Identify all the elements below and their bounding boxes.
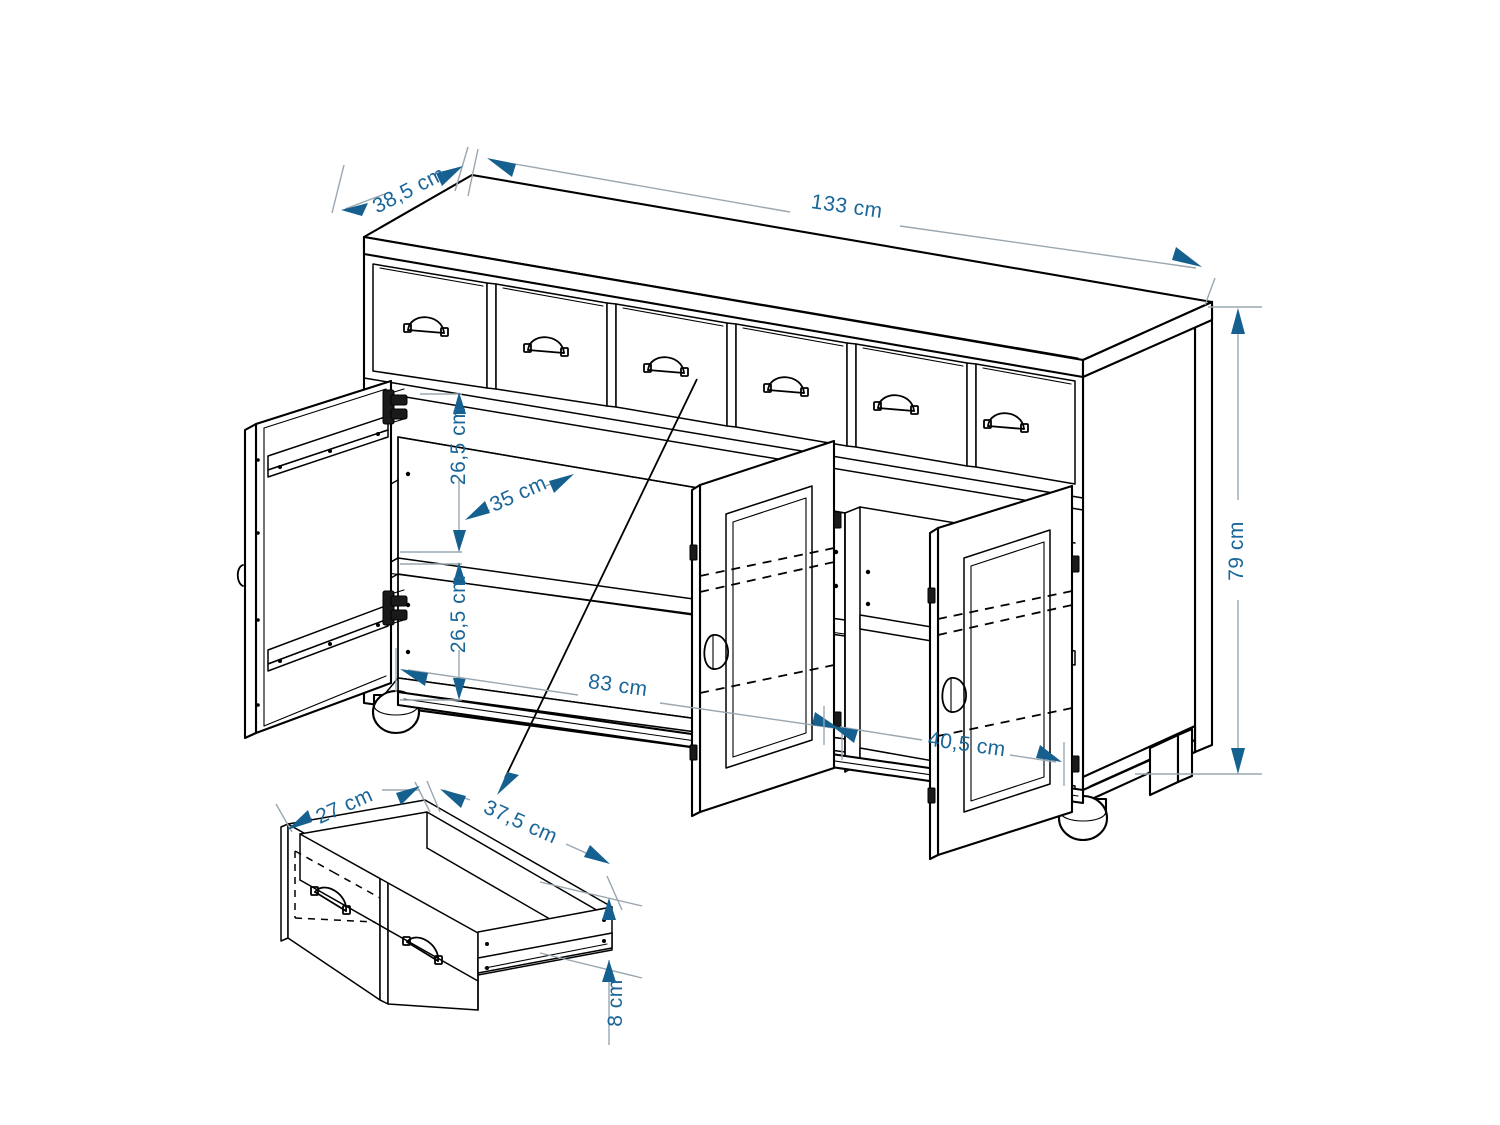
door-batten-top (267, 415, 389, 478)
door-knob-middle[interactable] (703, 634, 729, 670)
drawer-divider-4 (846, 342, 857, 448)
drawer-side-left-edge (280, 823, 289, 942)
cup-pull-icon-1[interactable] (403, 316, 449, 337)
cabinet-assembly (236, 173, 1214, 861)
shelf-pin-hole (865, 569, 871, 575)
dimension-annotations (275, 146, 1262, 1045)
shelf-pin-hole (865, 601, 871, 607)
dimension-shelf-depth (465, 474, 574, 520)
drawer-hidden-line (332, 871, 381, 899)
hinge-plate (833, 511, 842, 529)
door-middle-open[interactable] (689, 439, 842, 818)
cup-pull-icon-4[interactable] (763, 376, 809, 397)
door-left-open[interactable] (236, 379, 408, 740)
cup-pull-icon-3[interactable] (643, 356, 689, 377)
label-height: 79 cm (1225, 521, 1248, 581)
dimension-height (1135, 306, 1262, 775)
cup-pull-icon-5[interactable] (873, 394, 919, 415)
hinge-plate (689, 544, 698, 561)
drawer-front-6[interactable] (975, 363, 1076, 485)
hinge-plate (689, 744, 698, 761)
dimension-left-width (395, 648, 843, 760)
drawer-rail-lower (363, 389, 1084, 511)
hinge-bottom-left-door (382, 589, 408, 626)
leader-arrow-drawer-detail (497, 378, 698, 795)
hidden-shelf-line (699, 547, 835, 577)
hidden-shelf-line (937, 707, 1073, 737)
drawer-divider-5 (966, 362, 977, 468)
dimension-drawer-width (275, 781, 431, 833)
dimension-depth (331, 146, 469, 216)
cup-pull-icon-2[interactable] (523, 336, 569, 357)
label-lower-height: 26,5 cm (447, 575, 470, 653)
drawer-divider-2 (606, 302, 617, 408)
drawer-front-2[interactable] (495, 283, 608, 407)
drawer-front-3[interactable] (615, 303, 728, 427)
top-panel (362, 173, 1214, 379)
label-upper-height: 26,5 cm (447, 407, 470, 485)
drawer-front-divider (379, 875, 389, 1005)
drawer-hidden-line (294, 917, 376, 923)
dimension-width (467, 148, 1216, 306)
drawer-front-1[interactable] (372, 263, 488, 389)
dimension-upper-height (400, 392, 466, 553)
door-knob-left[interactable] (236, 564, 244, 587)
right-side-panel (1081, 300, 1214, 802)
dimension-right-width (823, 706, 1065, 786)
shelf-pin-hole (405, 649, 411, 655)
drawer-divider-1 (486, 282, 497, 390)
hinge-plate (927, 787, 936, 804)
dimension-drawer-depth (426, 780, 623, 911)
cup-pull-icon-6[interactable] (983, 412, 1029, 433)
dimension-lower-height (400, 562, 466, 701)
drawer-row (363, 263, 1084, 511)
drawer-detail-view (280, 799, 613, 1011)
hinge-plate (927, 587, 936, 604)
hinge-plate (1071, 755, 1080, 773)
door-right-open[interactable] (927, 484, 1080, 861)
shelf-pin-hole (405, 471, 411, 477)
hinge-plate (833, 711, 842, 729)
drawer-front-4[interactable] (735, 323, 848, 447)
hidden-shelf-line (937, 604, 1073, 636)
hidden-shelf-line (937, 590, 1073, 620)
drawer-front-5[interactable] (855, 343, 968, 467)
door-knob-right[interactable] (941, 677, 967, 713)
drawer-divider-3 (726, 322, 737, 428)
dimension-drawer-height (539, 881, 643, 1045)
hinge-top-left-door (382, 388, 408, 425)
drawer-rail-upper (363, 377, 1084, 499)
hidden-shelf-line (699, 664, 835, 694)
hidden-shelf-line (699, 561, 835, 593)
label-drawer-height: 8 cm (604, 979, 627, 1027)
hinge-plate (1071, 555, 1080, 573)
